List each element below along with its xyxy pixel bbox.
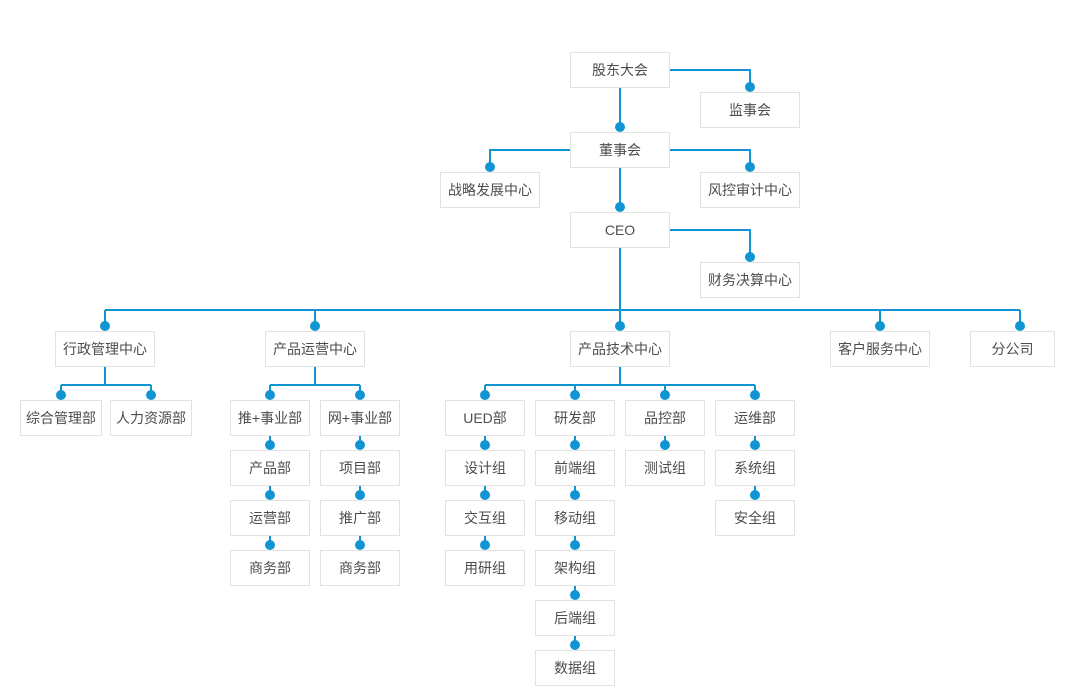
org-node-ued-dept: UED部 (445, 400, 525, 436)
org-node-quality-control-dept: 品控部 (625, 400, 705, 436)
org-node-user-research-group: 用研组 (445, 550, 525, 586)
org-node-operations-maintenance-dept: 运维部 (715, 400, 795, 436)
org-node-financial-settlement-center: 财务决算中心 (700, 262, 800, 298)
org-node-mobile-group: 移动组 (535, 500, 615, 536)
org-node-branch-company: 分公司 (970, 331, 1055, 367)
org-node-data-group: 数据组 (535, 650, 615, 686)
org-node-strategic-development-center: 战略发展中心 (440, 172, 540, 208)
connector-admin-subtree (60, 367, 152, 395)
org-node-business-dept-tui: 商务部 (230, 550, 310, 586)
org-node-design-group: 设计组 (445, 450, 525, 486)
org-node-architecture-group: 架构组 (535, 550, 615, 586)
org-node-human-resources-dept: 人力资源部 (110, 400, 192, 436)
org-node-shareholders-meeting: 股东大会 (570, 52, 670, 88)
org-node-rd-dept: 研发部 (535, 400, 615, 436)
org-node-testing-group: 测试组 (625, 450, 705, 486)
org-node-product-dept: 产品部 (230, 450, 310, 486)
org-node-tui-plus-division: 推+事业部 (230, 400, 310, 436)
org-node-risk-audit-center: 风控审计中心 (700, 172, 800, 208)
org-node-interaction-group: 交互组 (445, 500, 525, 536)
org-node-general-management-dept: 综合管理部 (20, 400, 102, 436)
org-node-product-operations-center: 产品运营中心 (265, 331, 365, 367)
org-node-operations-dept: 运营部 (230, 500, 310, 536)
org-node-project-dept: 项目部 (320, 450, 400, 486)
org-node-frontend-group: 前端组 (535, 450, 615, 486)
org-node-wang-plus-division: 网+事业部 (320, 400, 400, 436)
org-node-product-technology-center: 产品技术中心 (570, 331, 670, 367)
org-node-promotion-dept: 推广部 (320, 500, 400, 536)
org-node-ceo: CEO (570, 212, 670, 248)
org-node-system-group: 系统组 (715, 450, 795, 486)
org-node-customer-service-center: 客户服务中心 (830, 331, 930, 367)
org-node-backend-group: 后端组 (535, 600, 615, 636)
org-node-administrative-center: 行政管理中心 (55, 331, 155, 367)
org-node-security-group: 安全组 (715, 500, 795, 536)
org-node-business-dept-wang: 商务部 (320, 550, 400, 586)
connector-main-rail (104, 309, 1021, 326)
org-node-board-of-directors: 董事会 (570, 132, 670, 168)
org-node-supervisory-board: 监事会 (700, 92, 800, 128)
